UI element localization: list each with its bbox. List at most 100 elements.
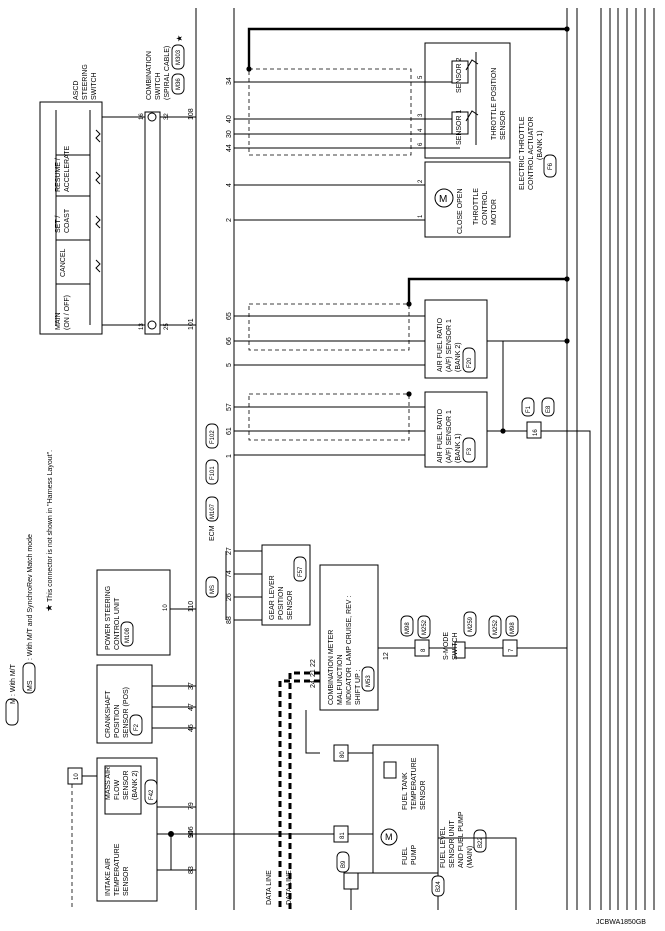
meter-label-1: COMBINATION METER — [328, 630, 335, 705]
fuel-pin-81: 81 — [340, 832, 346, 839]
term-46: 46 — [188, 724, 195, 732]
svg-text:74: 74 — [226, 570, 233, 578]
joint-e8: E8 — [546, 405, 552, 413]
conn-m252-a: M252 — [422, 619, 428, 635]
ascd-sw-resume: RESUME / — [55, 158, 62, 192]
ascd-sw-cancel: CANCEL — [60, 248, 67, 277]
smode-label-2: SWITCH — [452, 632, 459, 660]
term-37: 37 — [188, 682, 195, 690]
ascd-sw-accelerate: ACCELERATE — [64, 146, 71, 192]
legend-mt-badge-box — [5, 698, 19, 726]
throttle-sensor-elements: M — [425, 52, 479, 208]
gear-connector: F57 — [298, 566, 304, 577]
smode-label-1: S-MODE — [443, 632, 450, 660]
af2-label-2: (A/F) SENSOR 1 — [446, 319, 453, 372]
sc-pin-25: 25 — [164, 323, 170, 330]
af2-box — [424, 299, 488, 379]
bus-lines — [566, 8, 655, 910]
ascd-sw-coast: COAST — [64, 208, 71, 233]
fuel-pin-80: 80 — [340, 751, 346, 758]
ckp-label-3: SENSOR (POS) — [123, 687, 130, 738]
gear-label-2: POSITION — [278, 587, 285, 620]
af1-connector-box — [462, 437, 476, 463]
cs-label-2: SWITCH — [155, 72, 162, 100]
conn-m98-a: M98 — [405, 622, 411, 634]
ecm-conn-1-box — [205, 496, 219, 522]
ecm-conn-1: M107 — [210, 503, 216, 519]
etc-label-2: CONTROL ACTUATOR — [528, 117, 535, 190]
smode-wiring — [378, 639, 567, 659]
svg-text:40: 40 — [226, 115, 233, 123]
throttle-pin-numbers: 5 3 4 6 2 1 — [418, 75, 424, 218]
gear-ms-badge: MS — [210, 585, 216, 594]
tps-label-2: SENSOR — [500, 110, 507, 140]
ascd-box — [39, 101, 103, 335]
fuel-connector: B22 — [478, 837, 484, 848]
ecm-conn-3: F102 — [210, 430, 216, 444]
motor-label-3: MOTOR — [491, 199, 498, 225]
svg-text:4: 4 — [418, 128, 424, 132]
meter-connector: M53 — [366, 675, 372, 687]
ckp-label-2: POSITION — [114, 705, 121, 738]
etc-label-1: ELECTRIC THROTTLE — [519, 116, 526, 190]
legend-star: ★ — [44, 604, 54, 612]
svg-text:1: 1 — [226, 454, 233, 458]
tps-sensor1: SENSOR 1 — [456, 109, 463, 145]
meter-label-3: INDICATOR LAMP CRUISE, REV : — [346, 596, 353, 705]
af2-terminal-labels: 65 66 5 — [226, 312, 233, 367]
ckp-box — [96, 664, 153, 744]
pscu-pin-10: 10 — [163, 604, 169, 611]
pscu-label-2: CONTROL UNIT — [114, 597, 121, 650]
fuel-conn-b9: B9 — [341, 860, 347, 868]
meter-pin-24: 24 — [310, 680, 317, 688]
cs-label-1: COMBINATION — [146, 51, 153, 100]
throttle-wiring — [234, 26, 570, 221]
af1-label-1: AIR FUEL RATIO — [437, 408, 444, 463]
iat-label-1: INTAKE AIR — [105, 858, 112, 896]
svg-text:1: 1 — [418, 214, 424, 218]
legend: M : With M/T MS : With M/T and SynchroRe… — [5, 450, 54, 726]
maf-connector: F42 — [149, 789, 155, 800]
svg-text:65: 65 — [226, 312, 233, 320]
maf-box — [96, 757, 158, 902]
conn-m98-b: M98 — [510, 622, 516, 634]
meter-label-4: SHIFT UP : — [355, 669, 362, 705]
gear-wiring — [225, 550, 262, 621]
ecm-conn-3-box — [205, 423, 219, 449]
ckp-label-1: CRANKSHAFT — [105, 690, 112, 738]
close-open: CLOSE OPEN — [457, 188, 464, 234]
af1-label-3: (BANK 1) — [455, 433, 462, 463]
ascd-switch-contacts — [56, 129, 101, 285]
throttle-terminal-labels: 34 40 30 44 4 2 — [226, 77, 233, 222]
af2-wiring — [234, 276, 570, 366]
etc-label-3: (BANK 1) — [537, 130, 544, 160]
pscu-connector: M108 — [125, 627, 131, 643]
term-110: 110 — [188, 601, 195, 612]
term-101: 101 — [188, 318, 195, 330]
af2-label-1: AIR FUEL RATIO — [437, 317, 444, 372]
af1-terminal-labels: 57 61 1 — [226, 403, 233, 458]
conn-m252-b: M252 — [493, 619, 499, 635]
svg-text:34: 34 — [226, 77, 233, 85]
etc-connector-box — [543, 154, 557, 178]
svg-text:2: 2 — [418, 179, 424, 183]
legend-star-note: This connector is not shown in "Harness … — [47, 450, 54, 602]
pscu-box — [96, 569, 171, 656]
meter-pin-12: 12 — [383, 652, 390, 660]
fuel-conn-b24: B24 — [436, 881, 442, 892]
ecm-conn-2-box — [205, 459, 219, 485]
maf-pin-10: 10 — [74, 773, 80, 780]
fuel-pump-2: PUMP — [411, 844, 418, 865]
joint-16: 16 — [533, 429, 539, 436]
ckp-connector: F2 — [134, 723, 140, 731]
smode-pin-7: 7 — [509, 648, 515, 652]
smode-pin-8: 8 — [421, 648, 427, 652]
svg-text:4: 4 — [226, 183, 233, 187]
svg-text:5: 5 — [226, 363, 233, 367]
term-83: 83 — [188, 866, 195, 874]
svg-text:M: M — [439, 194, 447, 205]
fuel-tank-3: SENSOR — [420, 780, 427, 810]
fuel-tank-2: TEMPERATURE — [411, 757, 418, 810]
ascd-label-3: SWITCH — [91, 72, 98, 100]
maf-label-1: MASS AIR — [105, 767, 112, 800]
